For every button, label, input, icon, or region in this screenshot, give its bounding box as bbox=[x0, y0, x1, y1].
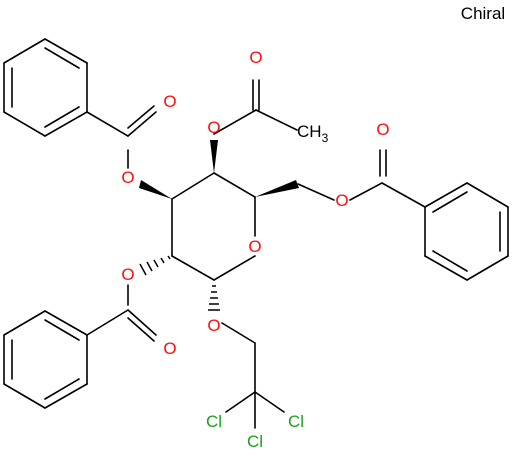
c2-carbonyl-oxygen-label: O bbox=[163, 339, 176, 358]
anomeric-oxygen-label: O bbox=[207, 316, 220, 335]
ring-bond bbox=[466, 182, 509, 208]
chlorine-label-left: Cl bbox=[206, 412, 222, 431]
hash bbox=[160, 257, 165, 264]
ring-bond bbox=[466, 255, 509, 281]
ring-inner-bond bbox=[432, 191, 468, 213]
ring-bond bbox=[424, 255, 468, 281]
bond-o6-c7 bbox=[349, 182, 383, 201]
methyl-ch: CH bbox=[297, 122, 322, 141]
wedge-c5-c6 bbox=[255, 180, 299, 197]
wedge-c4-o4 bbox=[210, 140, 218, 173]
ring-bond bbox=[44, 310, 88, 336]
hash bbox=[167, 255, 171, 260]
ring-bond bbox=[424, 182, 468, 208]
c6-carbonyl-oxygen-label: O bbox=[376, 120, 389, 139]
c3-ester-oxygen-label: O bbox=[121, 168, 134, 187]
bond-o4-c-acetyl bbox=[213, 109, 257, 135]
c2-ester-oxygen-label: O bbox=[121, 265, 134, 284]
methyl-label: CH3 bbox=[297, 122, 329, 145]
ring-inner-bond bbox=[44, 378, 80, 400]
bond-o-ring-c1 bbox=[213, 255, 256, 281]
bond-c6-o6 bbox=[297, 183, 335, 201]
ring-inner-bond bbox=[44, 106, 80, 128]
ring-bond bbox=[3, 310, 46, 336]
bond-benzoyl-c2-o-double-b bbox=[127, 317, 155, 342]
bond-ccl3-cl1 bbox=[225, 391, 256, 413]
wedge-c3-o3 bbox=[139, 180, 172, 199]
bond-benzoyl-c2-o-double-a bbox=[127, 309, 157, 336]
bond-c7-ph bbox=[381, 182, 426, 208]
bond-benzoyl-c2-ph bbox=[86, 309, 129, 336]
ring-inner-bond bbox=[44, 319, 80, 341]
c3-carbonyl-oxygen-label: O bbox=[163, 92, 176, 111]
bond-c3-c4 bbox=[171, 172, 215, 200]
c4-ester-oxygen-label: O bbox=[207, 118, 220, 137]
methyl-subscript: 3 bbox=[322, 131, 329, 145]
ring-inner-bond bbox=[44, 47, 80, 69]
ring-bond bbox=[44, 38, 88, 64]
bond-ccl3-cl2 bbox=[254, 391, 285, 413]
hashed-bonds bbox=[139, 255, 220, 311]
ring-bond bbox=[3, 38, 46, 64]
stereo-bonds bbox=[139, 140, 299, 199]
bond-acetyl-ch3 bbox=[255, 109, 298, 131]
bonds bbox=[3, 38, 509, 429]
ring-bond bbox=[3, 383, 46, 409]
bond-benzoyl-c3-o-double-a bbox=[127, 111, 157, 137]
ring-inner-bond bbox=[432, 250, 468, 272]
bond-o1-ch2 bbox=[221, 322, 256, 344]
bond-c1-c2 bbox=[171, 255, 215, 281]
acetyl-carbonyl-oxygen-label: O bbox=[249, 48, 262, 67]
ring-bond bbox=[3, 111, 46, 137]
chlorine-label-bottom: Cl bbox=[247, 432, 263, 451]
atom-labels: O O O O O O O O O O CH3 Cl Cl Cl bbox=[121, 48, 389, 451]
ring-oxygen-label: O bbox=[248, 237, 261, 256]
chlorine-label-right: Cl bbox=[288, 412, 304, 431]
c6-ester-oxygen-label: O bbox=[335, 191, 348, 210]
bond-c4-c5 bbox=[213, 172, 256, 198]
bond-benzoyl-c3-o-double-b bbox=[127, 105, 155, 129]
ring-bond bbox=[44, 383, 88, 409]
chiral-flag: Chiral bbox=[461, 4, 505, 23]
hash bbox=[153, 259, 159, 268]
hash bbox=[139, 263, 147, 276]
hash bbox=[146, 261, 153, 272]
bond-benzoyl-c3-ph bbox=[86, 111, 129, 137]
ring-bond bbox=[44, 111, 88, 137]
